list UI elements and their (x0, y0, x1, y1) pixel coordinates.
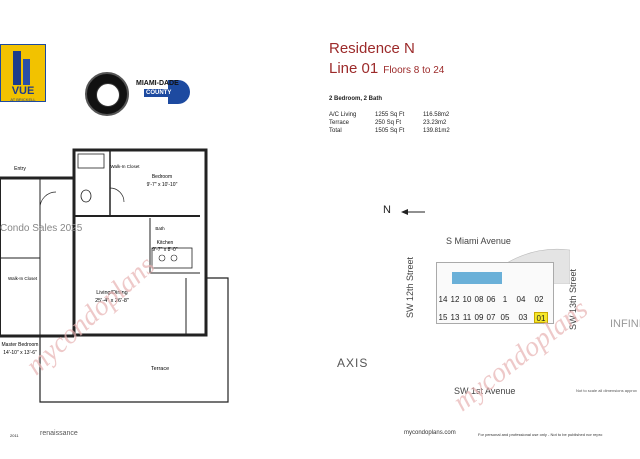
copyright-watermark: Condo Sales 2025 (0, 223, 83, 234)
line-label: Line 01 (329, 60, 379, 77)
street-sw1: SW 1st Avenue (454, 386, 516, 396)
disclaimer: For personal and professional use only -… (478, 432, 603, 437)
bottom-units-row: 15 13 11 09 07 05 03 01 (438, 312, 552, 323)
unit-12: 12 (450, 295, 460, 304)
floors-label: Floors 8 to 24 (383, 65, 445, 76)
unit-04: 04 (516, 295, 526, 304)
unit-11: 11 (462, 313, 472, 322)
top-units-row: 14 12 10 08 06 1 04 02 (438, 294, 552, 305)
vue-logo-text: VUE (11, 85, 35, 97)
miami-dade-d-icon (168, 80, 190, 104)
north-label: N (383, 204, 391, 216)
street-s-miami: S Miami Avenue (446, 236, 511, 246)
renaissance-logo: renaissance (40, 430, 78, 437)
unit-07: 07 (486, 313, 496, 322)
kitchen-dim: 9'-7" x 8'-0" (152, 247, 177, 253)
street-sw12: SW 12th Street (405, 256, 415, 318)
bedroom-dim: 9'-7" x 10'-10" (147, 182, 178, 188)
area-label: Terrace (329, 120, 350, 126)
residence-title: Residence N (329, 40, 415, 57)
area-sqft: 1255 Sq Ft (375, 112, 405, 118)
bath-label: Bath (155, 226, 165, 231)
vue-logo: VUE AT BRICKELL (0, 44, 46, 102)
unit-02: 02 (534, 295, 544, 304)
mycondoplans-logo: mycondoplans.com (404, 430, 456, 436)
kitchen-label: Kitchen (157, 240, 174, 246)
miami-dade-logo: MIAMI-DADE COUNTY (136, 80, 194, 106)
area-sqft: 250 Sq Ft (375, 120, 402, 126)
area-sqft: 1505 Sq Ft (375, 128, 405, 134)
entry-label: Entry (14, 166, 26, 172)
unit-13: 13 (450, 313, 460, 322)
unit-06: 06 (486, 295, 496, 304)
bed-bath-label: 2 Bedroom, 2 Bath (329, 96, 383, 102)
north-arrow-icon (401, 209, 425, 215)
walkin-closet-label: Walk-In Closet (110, 164, 140, 169)
unit-14: 14 (438, 295, 448, 304)
tower-icon (13, 51, 21, 85)
unit-10: 10 (462, 295, 472, 304)
unit-05: 05 (500, 313, 510, 322)
tower-icon (23, 59, 30, 85)
pool-icon (452, 272, 502, 284)
area-m2: 23.23m2 (423, 120, 447, 126)
footer-date: 2011 (10, 433, 19, 438)
area-row: A/C Living 1255 Sq Ft 116.58m2 (329, 111, 463, 119)
unit-08: 08 (474, 295, 484, 304)
walkin2-label: Walk-In Closet (8, 276, 38, 281)
living-dim: 25'-4" x 26'-8" (95, 298, 129, 304)
miami-dade-top-text: MIAMI-DADE (136, 80, 179, 87)
area-label: Total (329, 128, 342, 134)
seal-center-icon (96, 83, 120, 107)
unit-03: 03 (518, 313, 528, 322)
terrace-label: Terrace (151, 366, 169, 372)
area-table: A/C Living 1255 Sq Ft 116.58m2 Terrace 250 … (329, 111, 463, 135)
area-m2: 139.81m2 (423, 128, 450, 134)
floorplan-drawing: Entry Walk-In Closet Bedroom 9'-7" x 10'… (0, 148, 229, 403)
unit-01-highlighted: 01 (534, 312, 548, 323)
master-label: Master Bedroom (2, 342, 39, 348)
miami-dade-bottom-text: COUNTY (144, 89, 174, 97)
living-label: Living/Dining (96, 290, 128, 296)
line-heading: Line 01 Floors 8 to 24 (329, 60, 444, 78)
unit-15: 15 (438, 313, 448, 322)
unit-09: 09 (474, 313, 484, 322)
city-seal-logo (85, 72, 129, 116)
bedroom-label: Bedroom (152, 174, 172, 180)
unit-1: 1 (502, 295, 508, 304)
axis-logo: AXIS (337, 356, 369, 370)
area-row: Total 1505 Sq Ft 139.81m2 (329, 127, 463, 135)
area-m2: 116.58m2 (423, 112, 450, 118)
area-row: Terrace 250 Sq Ft 23.23m2 (329, 119, 463, 127)
scale-note: Not to scale all dimensions approx (576, 388, 637, 393)
vue-logo-sub: AT BRICKELL (10, 97, 36, 102)
area-label: A/C Living (329, 112, 357, 118)
infini-logo: INFINI (610, 318, 640, 330)
master-dim: 14'-10" x 13'-6" (3, 350, 37, 356)
